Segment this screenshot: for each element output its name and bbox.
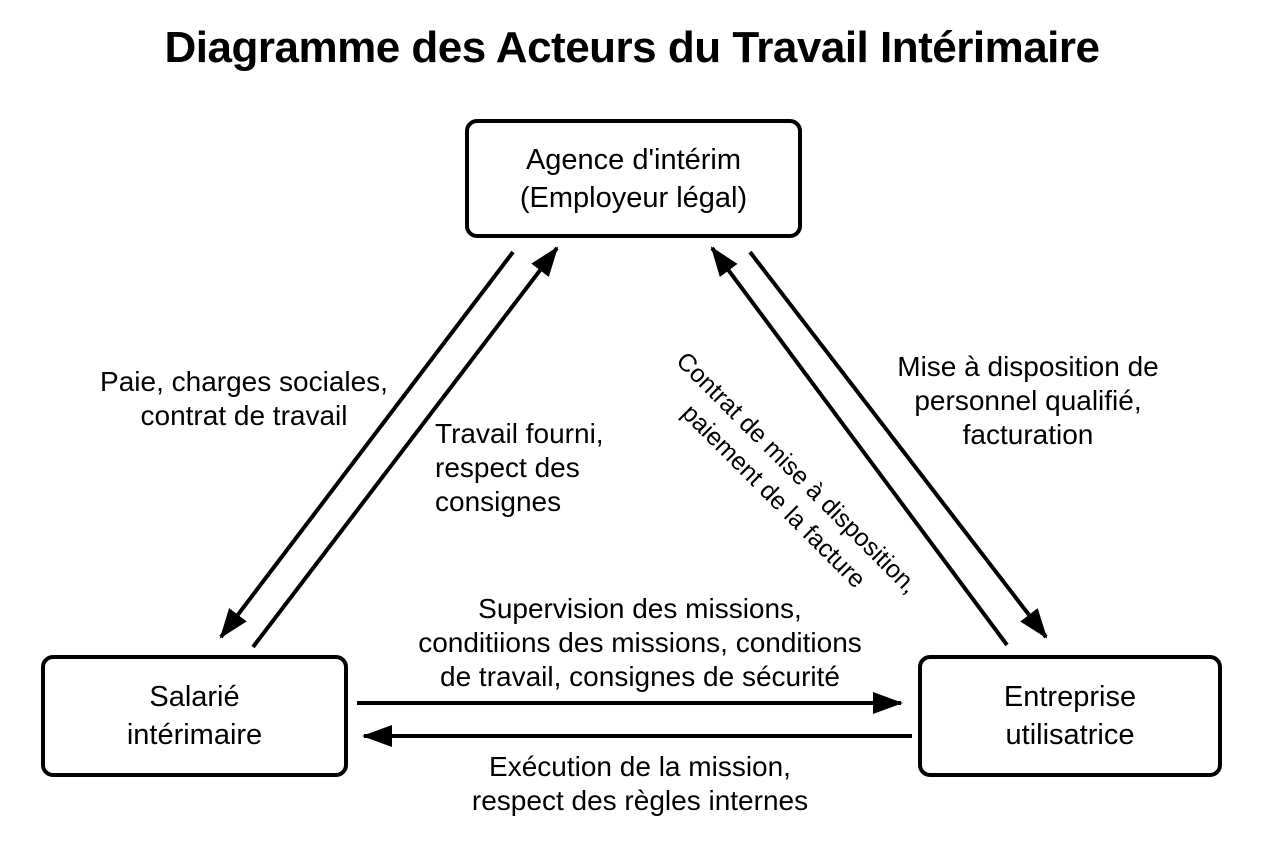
node-salarie-interimaire: Salarié intérimaire <box>41 655 348 777</box>
arrow-agence-to-entreprise <box>748 250 1048 639</box>
arrow-entreprise-to-agence <box>710 246 1009 647</box>
edge-label-supervision: Supervision des missions, conditiions de… <box>418 593 862 692</box>
node-entreprise-label: Entreprise utilisatrice <box>1003 681 1137 751</box>
arrow-salarie-to-agence <box>251 246 559 649</box>
arrow-agence-to-salarie <box>219 250 515 639</box>
node-entreprise-utilisatrice: Entreprise utilisatrice <box>918 655 1222 777</box>
node-salarie-label: Salarié intérimaire <box>126 681 263 751</box>
edge-label-travail-fourni: Travail fourni, respect des consignes <box>435 418 604 517</box>
edge-label-mise-a-disposition: Mise à disposition de personnel qualifié… <box>897 351 1159 450</box>
diagram-title: Diagramme des Acteurs du Travail Intérim… <box>164 23 1100 72</box>
edge-label-execution: Exécution de la mission, respect des règ… <box>471 751 809 816</box>
node-agence-label: Agence d'intérim (Employeur légal) <box>519 143 748 214</box>
node-agence-interim: Agence d'intérim (Employeur légal) <box>465 119 802 238</box>
edge-label-paie: Paie, charges sociales, contrat de trava… <box>100 366 388 431</box>
